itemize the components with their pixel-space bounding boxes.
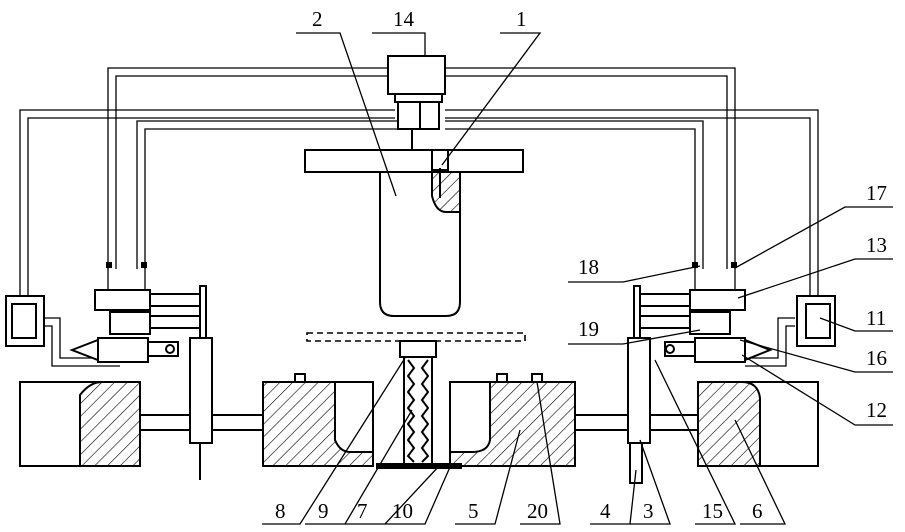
label-6: 6 [752, 499, 763, 523]
upper-die-2 [305, 150, 523, 316]
label-3: 3 [643, 499, 654, 523]
label-20: 20 [527, 499, 548, 523]
label-11: 11 [866, 306, 886, 330]
label-8: 8 [275, 499, 286, 523]
label-4: 4 [600, 499, 611, 523]
label-5: 5 [468, 499, 479, 523]
label-15: 15 [702, 499, 723, 523]
label-12: 12 [866, 398, 887, 422]
label-1: 1 [516, 7, 527, 31]
workpiece-sheet [307, 333, 525, 341]
label-16: 16 [866, 346, 887, 370]
label-10: 10 [392, 499, 413, 523]
label-17: 17 [866, 181, 887, 205]
label-19: 19 [578, 317, 599, 341]
label-18: 18 [578, 255, 599, 279]
label-2: 2 [312, 7, 323, 31]
label-14: 14 [393, 7, 415, 31]
top-pump-14 [388, 56, 445, 150]
label-9: 9 [318, 499, 329, 523]
label-7: 7 [357, 499, 368, 523]
label-13: 13 [866, 233, 887, 257]
